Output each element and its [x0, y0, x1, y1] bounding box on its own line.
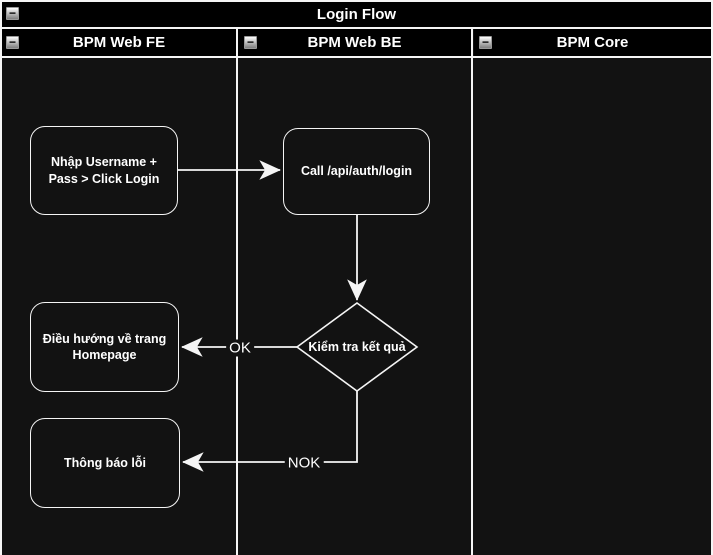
node-decision-label: Kiểm tra kết quả — [308, 340, 406, 354]
pool-border-right — [711, 0, 713, 555]
node-input-login[interactable]: Nhập Username + Pass > Click Login — [30, 126, 178, 215]
lane-title: BPM Core — [556, 34, 629, 51]
pool-title-separator — [2, 27, 711, 29]
lane-header-bpm-web-be[interactable]: BPM Web BE — [238, 29, 471, 56]
lane-header-bpm-web-fe[interactable]: BPM Web FE — [2, 29, 236, 56]
node-call-api[interactable]: Call /api/auth/login — [283, 128, 430, 215]
lane-title: BPM Web FE — [72, 34, 166, 51]
edge-label-ok[interactable]: OK — [226, 339, 254, 357]
lane-header-separator — [2, 56, 711, 58]
node-label: Thông báo lỗi — [64, 455, 146, 470]
lane-collapse-button-fe[interactable]: − — [6, 36, 19, 49]
pool-border-left — [0, 0, 2, 555]
lane-header-bpm-core[interactable]: BPM Core — [474, 29, 711, 56]
lane-divider-fe-be[interactable] — [236, 29, 238, 555]
pool-title-bar[interactable]: Login Flow — [2, 2, 711, 27]
pool-border-top — [0, 0, 713, 2]
lane-collapse-button-core[interactable]: − — [479, 36, 492, 49]
node-label: Call /api/auth/login — [300, 164, 413, 179]
node-redirect-homepage[interactable]: Điều hướng về trang Homepage — [30, 302, 179, 392]
lane-title: BPM Web BE — [307, 34, 402, 51]
pool-title: Login Flow — [316, 6, 397, 23]
minus-icon: − — [246, 34, 254, 49]
pool-collapse-button[interactable]: − — [6, 7, 19, 20]
edge-decision-nok[interactable] — [182, 391, 358, 472]
node-label: Nhập Username + Pass > Click Login — [48, 155, 160, 186]
lane-divider-be-core[interactable] — [471, 29, 473, 555]
node-label: Điều hướng về trang Homepage — [42, 331, 167, 362]
minus-icon: − — [8, 34, 16, 49]
node-error-message[interactable]: Thông báo lỗi — [30, 418, 180, 508]
lane-collapse-button-be[interactable]: − — [244, 36, 257, 49]
minus-icon: − — [481, 34, 489, 49]
minus-icon: − — [8, 5, 16, 20]
edge-label-nok[interactable]: NOK — [284, 454, 324, 472]
